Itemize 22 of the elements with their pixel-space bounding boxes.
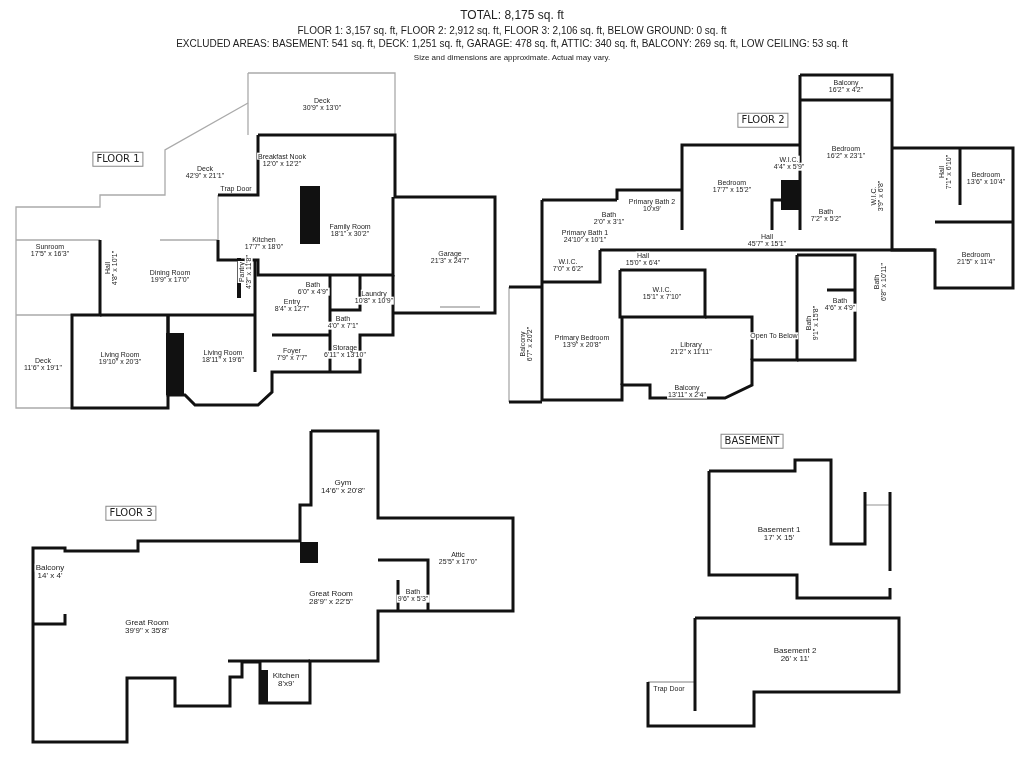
room-name: Great Room	[308, 589, 354, 598]
room-dimensions: 8'x9'	[277, 680, 295, 689]
disclaimer-note: Size and dimensions are approximate. Actual may vary.	[412, 53, 612, 62]
room-dimensions: 26' x 11'	[779, 655, 811, 664]
area-summary: FLOOR 1: 3,157 sq. ft, FLOOR 2: 2,912 sq. ft, FLOOR 3: 2,106 sq. ft, BELOW GROUND: 0 sq. ft	[296, 25, 728, 36]
room-dimensions: 17' X 15'	[762, 534, 796, 543]
room-name: Great Room	[124, 618, 170, 627]
floor-label: FLOOR 3	[105, 505, 157, 521]
floor-label: FLOOR 2	[737, 112, 789, 128]
room-dimensions: 39'9" x 35'8"	[124, 627, 170, 636]
room-name: Gym	[333, 478, 353, 487]
plan-title: TOTAL: 8,175 sq. ft	[459, 8, 565, 22]
room-name: Basement 1	[756, 525, 802, 534]
room-dimensions: 14' x 4'	[36, 572, 64, 581]
room-dimensions: 14'6" x 20'8"	[320, 487, 366, 496]
floor-label: BASEMENT	[720, 433, 784, 449]
floor-label: FLOOR 1	[92, 151, 144, 167]
area-summary: EXCLUDED AREAS: BASEMENT: 541 sq. ft, DECK: 1,251 sq. ft, GARAGE: 478 sq. ft, ATTIC: 340 sq. ft, BALCONY: 269 sq. ft, LOW CEILING: 53 sq. ft	[175, 38, 849, 49]
room-name: Balcony	[34, 563, 66, 572]
room-name: Basement 2	[772, 646, 818, 655]
room-name: Kitchen	[271, 671, 301, 680]
room-dimensions: 28'9" x 22'5"	[308, 598, 354, 607]
